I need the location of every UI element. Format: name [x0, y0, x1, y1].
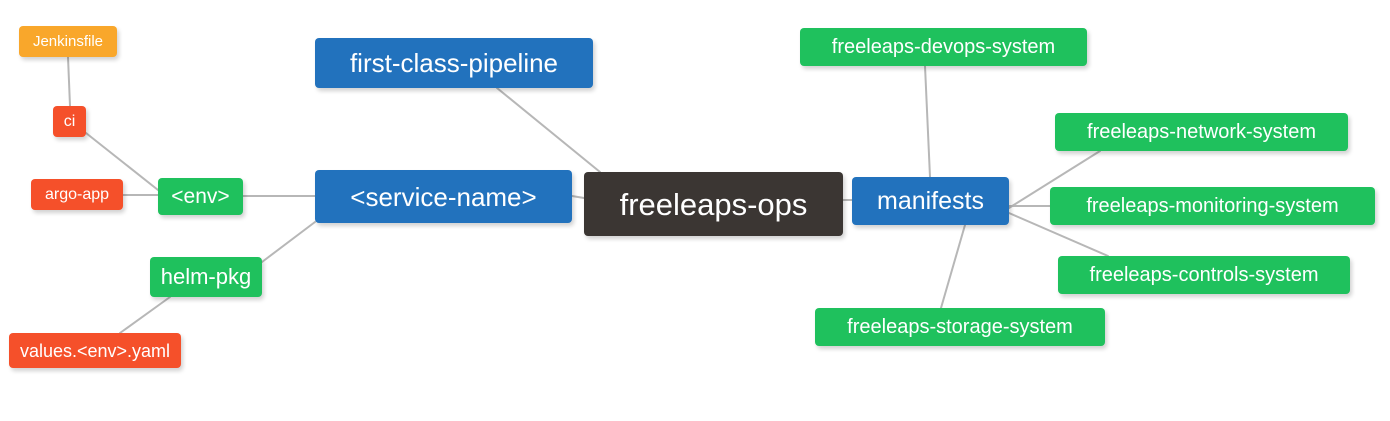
mindmap-node-freeleaps-monitoring-system[interactable]: freeleaps-monitoring-system	[1050, 187, 1375, 225]
mindmap-node-label: ci	[63, 112, 76, 130]
mindmap-node-label: <env>	[171, 185, 230, 208]
mindmap-node-ci[interactable]: ci	[53, 106, 86, 137]
edge-manifests-to-freeleaps-storage-system	[940, 224, 966, 309]
edge-first-class-pipeline-to-freeleaps-ops	[496, 87, 601, 173]
mindmap-node-argo-app[interactable]: argo-app	[31, 179, 123, 210]
mindmap-node-service-name[interactable]: <service-name>	[315, 170, 572, 223]
mindmap-node-label: manifests	[877, 186, 984, 215]
mindmap-node-freeleaps-controls-system[interactable]: freeleaps-controls-system	[1058, 256, 1350, 294]
mindmap-node-label: freeleaps-controls-system	[1089, 264, 1319, 286]
mindmap-node-helm-pkg[interactable]: helm-pkg	[150, 257, 262, 297]
mindmap-node-manifests[interactable]: manifests	[852, 177, 1009, 225]
mindmap-node-label: values.<env>.yaml	[19, 340, 171, 361]
mindmap-node-first-class-pipeline[interactable]: first-class-pipeline	[315, 38, 593, 88]
mindmap-node-label: freeleaps-storage-system	[847, 316, 1073, 338]
edge-service-name-to-freeleaps-ops	[571, 195, 585, 199]
edge-manifests-to-freeleaps-devops-system	[924, 65, 931, 178]
mindmap-node-label: freeleaps-monitoring-system	[1086, 195, 1339, 217]
mindmap-node-env[interactable]: <env>	[158, 178, 243, 215]
edge-jenkinsfile-to-ci	[67, 56, 71, 107]
mindmap-node-jenkinsfile[interactable]: Jenkinsfile	[19, 26, 117, 57]
edge-helm-pkg-to-values-env-yaml	[119, 296, 171, 334]
mindmap-node-label: freeleaps-devops-system	[831, 36, 1056, 58]
mindmap-node-label: freeleaps-network-system	[1087, 121, 1316, 143]
mindmap-node-label: helm-pkg	[160, 264, 252, 289]
mindmap-node-values-env-yaml[interactable]: values.<env>.yaml	[9, 333, 181, 368]
mindmap-node-label: freeleaps-ops	[619, 186, 808, 222]
mindmap-node-freeleaps-storage-system[interactable]: freeleaps-storage-system	[815, 308, 1105, 346]
edge-service-name-to-helm-pkg	[261, 221, 316, 263]
mindmap-node-freeleaps-network-system[interactable]: freeleaps-network-system	[1055, 113, 1348, 151]
mindmap-node-label: argo-app	[44, 185, 110, 203]
mindmap-node-label: Jenkinsfile	[32, 33, 104, 50]
mindmap-node-freeleaps-devops-system[interactable]: freeleaps-devops-system	[800, 28, 1087, 66]
mindmap-node-freeleaps-ops[interactable]: freeleaps-ops	[584, 172, 843, 236]
mindmap-node-label: <service-name>	[350, 181, 537, 212]
mindmap-node-label: first-class-pipeline	[349, 48, 559, 78]
